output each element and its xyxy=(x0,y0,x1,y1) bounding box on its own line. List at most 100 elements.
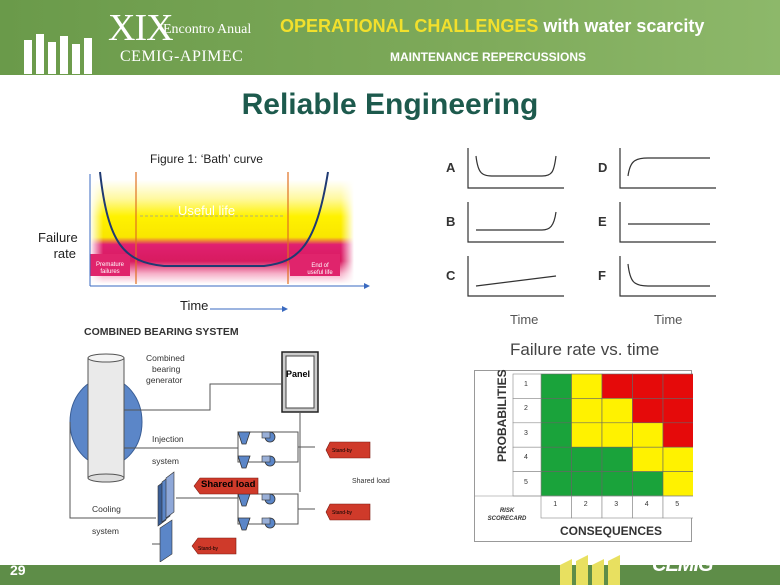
event-logo-icon xyxy=(24,34,92,74)
cooling-system-label: system xyxy=(92,526,119,536)
pattern-c-chart xyxy=(467,256,564,297)
risk-cell xyxy=(632,446,664,472)
shared-load-arrow-label: Shared load xyxy=(201,479,256,490)
consequence-level-label: 4 xyxy=(644,501,649,508)
risk-cell xyxy=(632,422,664,448)
probability-level-cell xyxy=(512,471,542,497)
risk-cell xyxy=(632,373,664,399)
generator-line3: generator xyxy=(146,375,183,385)
pattern-label-a: A xyxy=(446,160,456,175)
end-life-line1: End of xyxy=(311,263,329,269)
patterns-caption: Failure rate vs. time xyxy=(510,340,660,359)
generator-line1: Combined xyxy=(146,353,185,363)
risk-cell xyxy=(601,446,633,472)
event-logo-text: Encontro Anual xyxy=(163,22,252,37)
risk-cell xyxy=(662,373,694,399)
risk-cell xyxy=(571,373,603,399)
generator-line2: bearing xyxy=(152,364,181,374)
header-subtitle: MAINTENANCE REPERCUSSIONS xyxy=(390,50,587,64)
probabilities-label: PROBABILITIES xyxy=(495,369,509,462)
brand-logo: CEMIG xyxy=(652,554,714,576)
injection-label: Injection xyxy=(152,434,184,444)
header-title-highlight: OPERATIONAL CHALLENGES xyxy=(280,16,539,36)
header-title: OPERATIONAL CHALLENGES with water scarci… xyxy=(280,16,704,37)
probability-level-label: 3 xyxy=(524,429,528,437)
bath-x-axis-label: Time xyxy=(180,298,209,313)
risk-cell xyxy=(601,373,633,399)
pattern-label-c: C xyxy=(446,268,456,283)
risk-cell xyxy=(540,398,572,424)
pattern-a-chart xyxy=(467,148,564,189)
risk-matrix-grid xyxy=(475,373,694,519)
risk-cell xyxy=(601,471,633,497)
scorecard-line2: SCORECARD xyxy=(487,516,527,522)
risk-cell xyxy=(601,398,633,424)
probability-level-label: 4 xyxy=(524,454,528,462)
bearing-system-diagram xyxy=(69,351,371,562)
risk-cell xyxy=(662,422,694,448)
end-life-line2: useful life xyxy=(307,270,333,276)
probability-level-cell xyxy=(512,446,542,472)
probability-level-cell xyxy=(512,373,542,399)
panel-label: Panel xyxy=(286,369,311,379)
risk-cell xyxy=(540,471,572,497)
consequences-label: CONSEQUENCES xyxy=(560,524,663,538)
risk-scorecard-label: RISK SCORECARD xyxy=(480,507,534,523)
bath-curve-chart xyxy=(89,171,370,289)
risk-cell xyxy=(571,422,603,448)
risk-cell xyxy=(601,422,633,448)
header-title-rest: with water scarcity xyxy=(538,16,705,36)
pattern-d-chart xyxy=(619,148,716,189)
cooling-label: Cooling xyxy=(92,504,121,514)
consequence-level-label: 1 xyxy=(553,501,558,508)
bearing-system-title: COMBINED BEARING SYSTEM xyxy=(84,326,239,338)
pattern-label-e: E xyxy=(598,214,607,229)
risk-cell xyxy=(540,422,572,448)
probability-level-cell xyxy=(512,422,542,448)
risk-cell xyxy=(571,446,603,472)
consequence-level-label: 5 xyxy=(675,501,680,508)
risk-cell xyxy=(632,471,664,497)
risk-cell xyxy=(662,446,694,472)
footer-logo-icon xyxy=(560,555,620,585)
risk-cell xyxy=(571,471,603,497)
probability-level-label: 2 xyxy=(524,405,528,413)
header-bar xyxy=(0,0,780,75)
probability-level-label: 5 xyxy=(524,478,528,486)
risk-cell xyxy=(540,446,572,472)
bath-y-label-line2: rate xyxy=(53,246,76,261)
risk-matrix xyxy=(474,370,694,542)
premature-line1: Premature xyxy=(95,262,124,268)
page-number: 29 xyxy=(10,562,26,578)
standby-arrow-2-label: Stand-by xyxy=(332,510,353,516)
consequence-level-label: 2 xyxy=(583,501,588,508)
risk-cell xyxy=(571,398,603,424)
patterns-time-right: Time xyxy=(654,312,683,327)
patterns-time-left: Time xyxy=(510,312,539,327)
pattern-label-d: D xyxy=(598,160,608,175)
page-title: Reliable Engineering xyxy=(241,88,539,121)
pattern-b-chart xyxy=(467,202,564,243)
risk-cell xyxy=(662,471,694,497)
standby-arrow-3-label: Stand-by xyxy=(198,546,219,552)
pattern-f-chart xyxy=(619,256,716,297)
event-logo-subtitle: CEMIG-APIMEC xyxy=(120,48,244,65)
risk-cell xyxy=(662,398,694,424)
bath-curve-caption: Figure 1: ‘Bath’ curve xyxy=(150,152,263,166)
bath-y-label-line1: Failure xyxy=(38,230,78,245)
time-arrow-icon xyxy=(210,306,288,312)
shared-load-label: Shared load xyxy=(352,478,390,485)
risk-cell xyxy=(540,373,572,399)
pattern-label-f: F xyxy=(598,268,606,283)
event-logo-number: XIX xyxy=(108,7,174,49)
standby-arrow-1-label: Stand-by xyxy=(332,448,353,454)
useful-life-label: Useful life xyxy=(178,203,236,218)
scorecard-line1: RISK xyxy=(499,508,515,514)
injection-system-label: system xyxy=(152,456,179,466)
pattern-e-chart xyxy=(619,202,716,243)
